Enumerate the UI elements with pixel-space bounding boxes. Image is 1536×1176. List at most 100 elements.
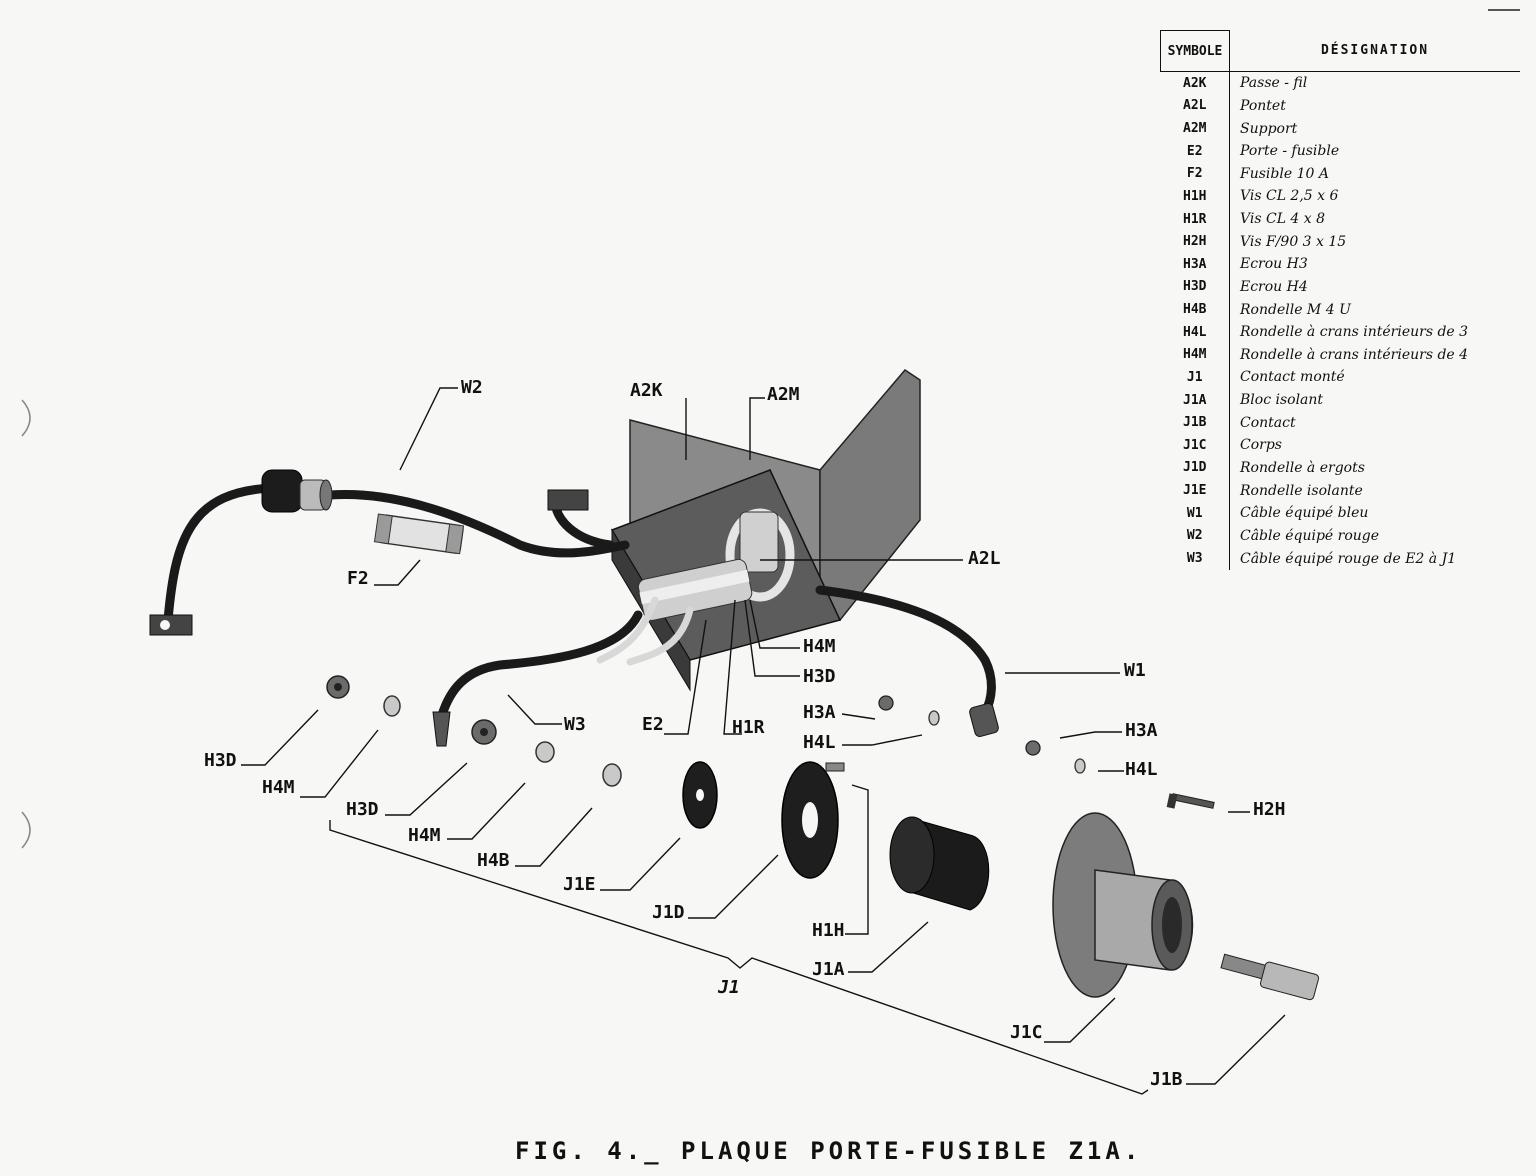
cable-w3	[437, 610, 643, 720]
legend-row: H3D Ecrou H4	[1160, 275, 1521, 299]
legend-designation: Ecrou H4	[1240, 278, 1308, 295]
label-h4l-right: H4L	[1125, 759, 1158, 780]
label-h3d-left: H3D	[204, 750, 237, 771]
legend-designation: Support	[1240, 120, 1298, 137]
legend-header-row: SYMBOLE DÉSIGNATION	[1160, 30, 1520, 72]
nut-h3d-left-hole	[334, 683, 342, 691]
legend-symbol: H2H	[1160, 230, 1230, 254]
cable-w1-lug	[969, 703, 999, 737]
insulating-washer-j1e-hole	[696, 789, 704, 801]
legend-designation: Câble équipé rouge de E2 à J1	[1240, 550, 1457, 567]
binder-mark-bottom	[21, 811, 31, 849]
white-lead-2	[626, 606, 694, 666]
legend-symbol: H4L	[1160, 320, 1230, 344]
legend-designation: Porte - fusible	[1240, 143, 1340, 160]
label-j1c: J1C	[1010, 1022, 1043, 1043]
legend-header-designation: DÉSIGNATION	[1229, 30, 1520, 72]
label-h4m-low: H4M	[408, 825, 441, 846]
washer-h4l-right	[1074, 758, 1086, 774]
washer-h4m-low	[535, 741, 555, 763]
legend-symbol: H4B	[1160, 298, 1230, 321]
legend-row: W3 Câble équipé rouge de E2 à J1	[1160, 547, 1521, 570]
leader-lines	[241, 387, 1286, 1095]
figure-caption: FIG. 4._ PLAQUE PORTE-FUSIBLE Z1A.	[515, 1137, 1143, 1165]
binder-mark-top	[21, 399, 31, 437]
cable-w2-connector	[261, 469, 333, 513]
legend-designation: Vis CL 2,5 x 6	[1240, 188, 1339, 205]
legend-symbol: J1D	[1160, 456, 1230, 480]
label-j1d: J1D	[652, 902, 685, 923]
label-h2h: H2H	[1253, 799, 1286, 820]
legend-symbol: J1A	[1160, 388, 1230, 412]
legend-designation: Rondelle M 4 U	[1240, 301, 1351, 318]
legend-symbol: H4M	[1160, 343, 1230, 367]
label-h1h: H1H	[812, 920, 845, 941]
label-f2: F2	[347, 568, 369, 589]
label-w2: W2	[461, 377, 483, 398]
legend-row: H1H Vis CL 2,5 x 6	[1160, 185, 1521, 208]
legend-designation: Contact	[1240, 414, 1296, 431]
label-w3: W3	[564, 714, 586, 735]
legend-designation: Vis F/90 3 x 15	[1240, 233, 1347, 250]
legend-symbol: J1B	[1160, 411, 1230, 435]
legend-designation: Câble équipé rouge	[1240, 527, 1380, 544]
tab-washer-j1d-hole	[802, 802, 818, 838]
label-j1: J1	[717, 977, 740, 998]
legend-symbol: W3	[1160, 547, 1230, 570]
cable-w2-lug-left	[149, 614, 193, 636]
legend-symbol: H1H	[1160, 185, 1230, 208]
legend-designation: Rondelle à ergots	[1240, 459, 1365, 476]
legend-row: W2 Câble équipé rouge	[1160, 524, 1521, 548]
label-a2k: A2K	[630, 380, 663, 401]
label-h4l-mid: H4L	[803, 732, 836, 753]
washer-h4l-mid	[928, 710, 940, 726]
screw-h2h	[1166, 793, 1215, 809]
legend-row: H4L Rondelle à crans intérieurs de 3	[1160, 320, 1521, 344]
label-a2m: A2M	[767, 384, 800, 405]
legend-symbol: W2	[1160, 524, 1230, 548]
legend-row: A2M Support	[1160, 117, 1521, 140]
label-h3d-top: H3D	[803, 666, 836, 687]
body-j1c	[1052, 812, 1194, 998]
legend-row: J1 Contact monté	[1160, 366, 1521, 389]
legend-symbol: J1E	[1160, 479, 1230, 502]
label-w1: W1	[1124, 660, 1146, 681]
label-h3a-right: H3A	[1125, 720, 1158, 741]
label-e2: E2	[642, 714, 664, 735]
label-h1r: H1R	[732, 717, 765, 738]
legend-designation: Corps	[1240, 437, 1282, 454]
cable-w2	[163, 483, 630, 625]
legend-symbol: A2L	[1160, 94, 1230, 118]
legend-symbol: A2M	[1160, 117, 1230, 140]
bridge-a2l	[725, 508, 795, 602]
legend-symbol: J1	[1160, 366, 1230, 389]
label-h3a-mid: H3A	[803, 702, 836, 723]
insulating-block-j1a	[889, 816, 990, 911]
fuse-holder-e2	[637, 558, 753, 621]
legend-symbol: H1R	[1160, 207, 1230, 231]
legend-designation: Vis CL 4 x 8	[1240, 211, 1326, 228]
legend-row: J1D Rondelle à ergots	[1160, 456, 1521, 480]
legend-designation: Passe - fil	[1240, 75, 1308, 92]
legend-symbol: A2K	[1160, 71, 1230, 95]
legend-row: H1R Vis CL 4 x 8	[1160, 207, 1521, 231]
legend-designation: Contact monté	[1240, 369, 1345, 386]
legend-designation: Bloc isolant	[1240, 392, 1324, 409]
label-a2l: A2L	[968, 548, 1001, 569]
legend-row: J1A Bloc isolant	[1160, 388, 1521, 412]
label-j1e: J1E	[563, 874, 596, 895]
screw-h1h	[825, 762, 845, 772]
legend-row: H4B Rondelle M 4 U	[1160, 298, 1521, 321]
legend-symbol: F2	[1160, 162, 1230, 186]
legend-symbol: H3D	[1160, 275, 1230, 299]
legend-designation: Rondelle à crans intérieurs de 3	[1240, 324, 1469, 341]
legend-designation: Rondelle à crans intérieurs de 4	[1240, 346, 1469, 363]
